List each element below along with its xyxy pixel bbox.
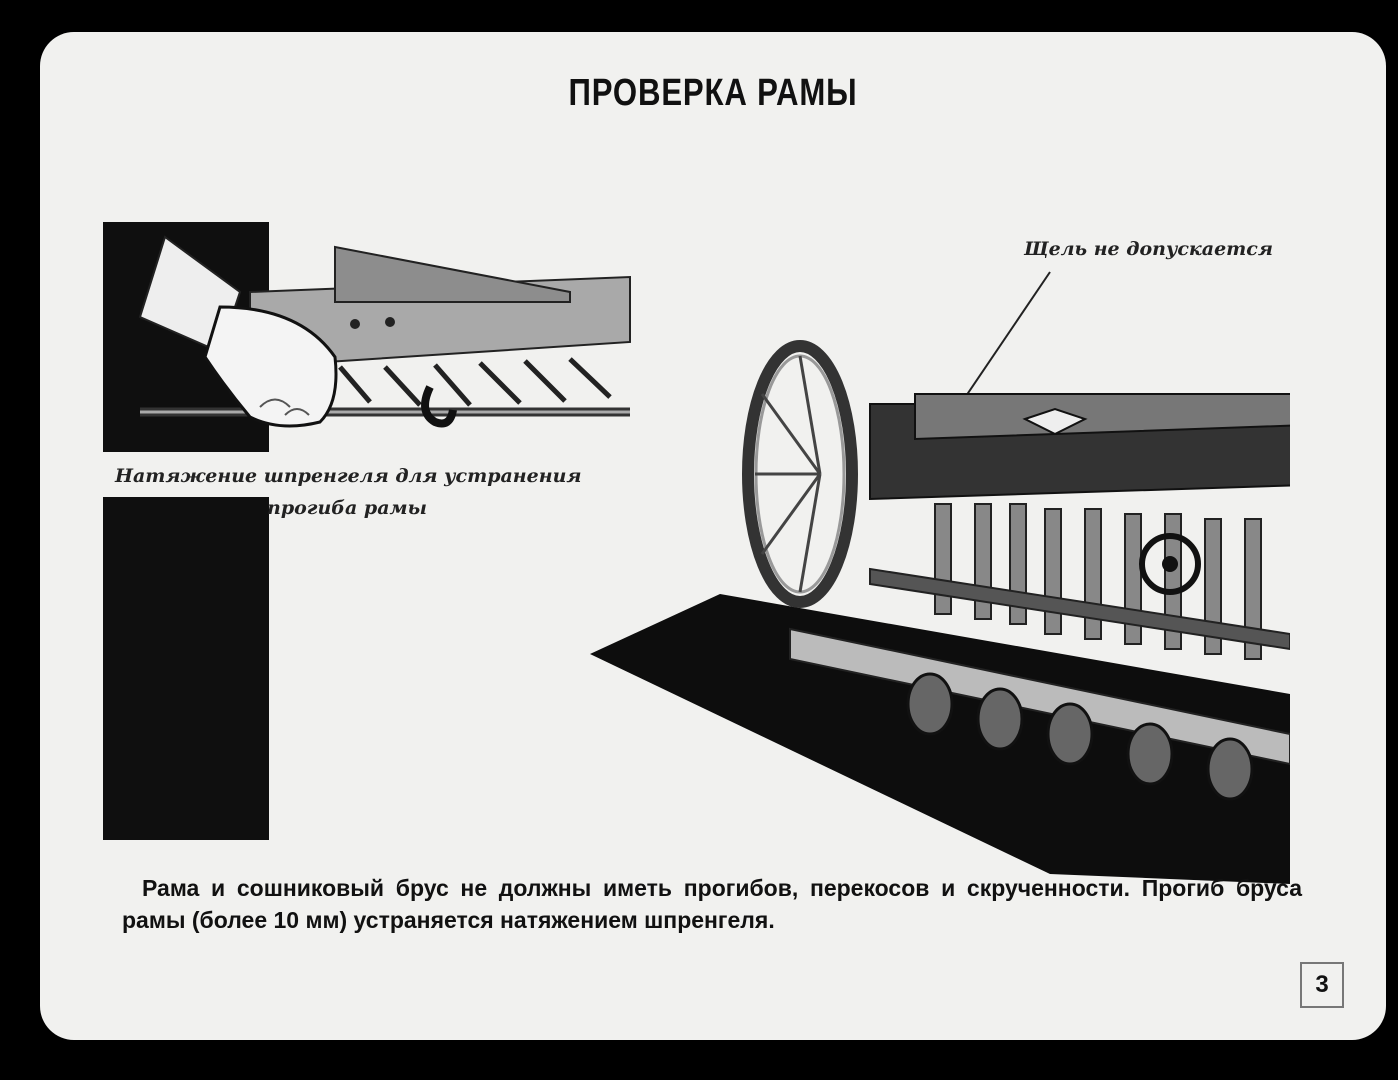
left-figure-caption: Натяжение шпренгеля для устранения проги… xyxy=(115,460,635,524)
body-text: Рама и сошниковый брус не должны иметь п… xyxy=(122,875,1302,933)
page-number: 3 xyxy=(1300,962,1344,1008)
filmstrip-frame: ПРОВЕРКА РАМЫ Натяжение шпренгеля для ус… xyxy=(40,32,1386,1040)
caption-line-1: Натяжение шпренгеля для устранения xyxy=(115,465,582,487)
caption-line-2: прогиба рамы xyxy=(267,497,427,519)
frame-truss-icon xyxy=(138,235,631,428)
dark-panel-bottom xyxy=(103,497,269,840)
gap-callout-label: Щель не допускается xyxy=(1024,238,1273,260)
seed-drill-icon xyxy=(590,271,1290,884)
page-title: ПРОВЕРКА РАМЫ xyxy=(568,72,858,114)
